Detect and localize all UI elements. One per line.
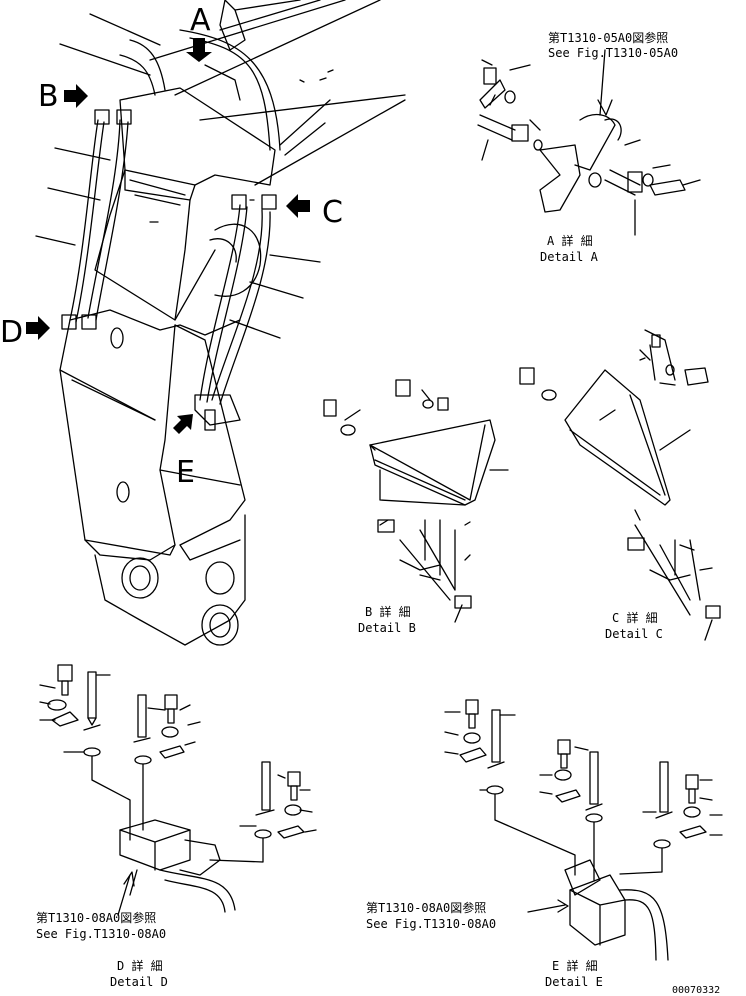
piping-top (119, 0, 281, 151)
drawing-number: 00070332 (672, 985, 720, 996)
ref-d-en: See Fig.T1310-08A0 (36, 927, 166, 941)
callout-a: A (190, 3, 211, 38)
detail-c-en: Detail C (605, 627, 663, 641)
arrow-c-icon (286, 194, 310, 218)
ref-a-jp: 第T1310-05A0図参照 (548, 30, 668, 45)
detail-c-drawing (519, 329, 721, 641)
detail-d-jp: D 詳 細 (117, 958, 163, 973)
detail-e-en: Detail E (545, 975, 603, 989)
detail-e-jp: E 詳 細 (552, 958, 598, 973)
arrow-d-icon (26, 316, 50, 340)
ref-e-jp: 第T1310-08A0図参照 (366, 900, 486, 915)
detail-d-drawing (39, 664, 317, 913)
ref-arrow-d (117, 871, 135, 916)
callout-e: E (176, 455, 195, 490)
detail-a-jp: A 詳 細 (547, 233, 593, 248)
detail-b-jp: B 詳 細 (365, 604, 411, 619)
detail-d-en: Detail D (110, 975, 168, 989)
callout-d: D (0, 315, 23, 350)
hoses-right (194, 194, 277, 431)
callout-c: C (322, 195, 343, 230)
leader-lines-main (35, 13, 331, 421)
arrow-a-icon (186, 38, 212, 62)
boom-assembly (59, 0, 406, 646)
ref-e-en: See Fig.T1310-08A0 (366, 917, 496, 931)
arrow-b-icon (64, 84, 88, 108)
detail-e-drawing (444, 699, 723, 961)
detail-b-drawing (323, 379, 509, 623)
callout-b: B (38, 79, 59, 114)
ref-d-jp: 第T1310-08A0図参照 (36, 910, 156, 925)
callout-arrows (26, 38, 310, 434)
detail-c-jp: C 詳 細 (612, 610, 658, 625)
detail-a-en: Detail A (540, 250, 599, 264)
text-labels: A B C D E 第T1310-05A0図参照 See Fig.T1310-0… (0, 3, 720, 996)
ref-a-en: See Fig.T1310-05A0 (548, 46, 678, 60)
detail-a-drawing (477, 49, 701, 236)
hoses-left (61, 109, 132, 330)
detail-b-en: Detail B (358, 621, 416, 635)
arrow-e-icon (173, 414, 193, 434)
